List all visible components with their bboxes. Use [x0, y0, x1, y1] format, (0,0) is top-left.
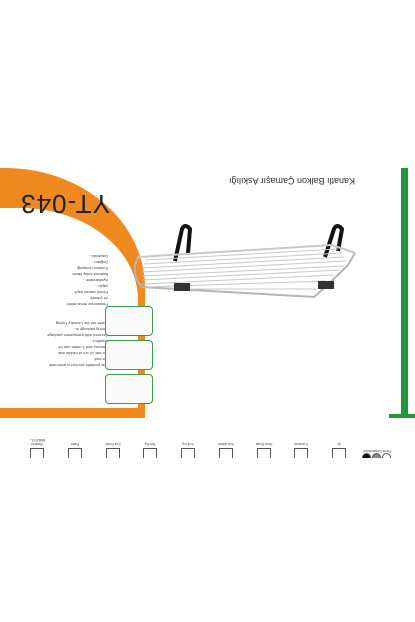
wall-mount-thumbnail	[105, 306, 153, 336]
feature-list-en: The portable product is assemble the wal…	[18, 320, 108, 368]
box-icon	[218, 448, 233, 458]
spec-colors: Renk Seçenekleri	[362, 420, 392, 458]
spec-rope: İp	[324, 420, 354, 458]
weight-icon	[143, 448, 158, 458]
color-swatches	[362, 453, 392, 458]
feature-list-tr: Paslanmaz metal telleri ve yüksek Renkli…	[18, 253, 108, 307]
weight-icon	[181, 448, 196, 458]
green-accent	[389, 414, 415, 418]
spec-pallet: Palet	[60, 420, 90, 458]
spec-barcode: Barkod 8680973...	[22, 420, 52, 458]
catalog-sheet: 26 Kanatlı Balkon Çamaşır Askılığı YT-04…	[0, 168, 415, 458]
spec-product-size: Ürün Ebatı	[249, 420, 279, 458]
feature-item: The portable product is assemble	[48, 363, 108, 368]
barcode-icon	[30, 448, 44, 458]
spec-box-weight: Koli Kg	[173, 420, 203, 458]
feature-item: Secured with transparent package	[47, 333, 108, 338]
spec-icon-row: Barkod 8680973... Palet Koli Ebatı Net K…	[22, 420, 392, 458]
color-swatch-black	[362, 453, 372, 458]
feature-item: Sağlam...	[91, 260, 108, 265]
product-title: Kanatlı Balkon Çamaşır Askılığı	[228, 176, 355, 186]
model-number: YT-043	[20, 189, 110, 219]
color-swatch-white	[382, 453, 392, 458]
feature-item: Ayarlanabilir...	[82, 278, 108, 283]
feature-item: Kullanım kolaylığı	[76, 266, 108, 271]
feature-item: There are the Laundry Drying	[55, 321, 108, 326]
green-stripe	[401, 168, 408, 418]
spec-box-size: Koli Ebatı	[98, 420, 128, 458]
feature-item: Dayanıklı...	[87, 254, 108, 259]
folded-thumbnail	[105, 340, 153, 370]
box-size-icon	[105, 448, 120, 458]
feature-item: Balcony and 1 meter can be	[58, 345, 108, 350]
color-swatch-gray	[372, 453, 382, 458]
feature-item: ve yüksek	[90, 296, 108, 301]
drying-icon	[294, 448, 309, 458]
feature-item: Balkona kolay takılır	[72, 272, 108, 277]
feature-item: Fix last 10 cm of middle wall	[57, 351, 108, 356]
page-number: 26	[6, 303, 14, 309]
size-icon	[256, 448, 271, 458]
drying-rack-image	[133, 224, 356, 299]
spec-net-weight: Net Kg	[135, 420, 165, 458]
feature-item: çapkı...	[95, 284, 108, 289]
balcony-mount-thumbnail	[105, 374, 153, 404]
spec-drying: Kurutma	[286, 420, 316, 458]
spec-box-count: Koli Adedi	[211, 420, 241, 458]
feature-item: Renkli vakum kaplı	[74, 290, 108, 295]
rope-icon	[332, 448, 347, 458]
pallet-icon	[67, 448, 82, 458]
feature-item: Paslanmaz metal telleri	[66, 302, 108, 307]
